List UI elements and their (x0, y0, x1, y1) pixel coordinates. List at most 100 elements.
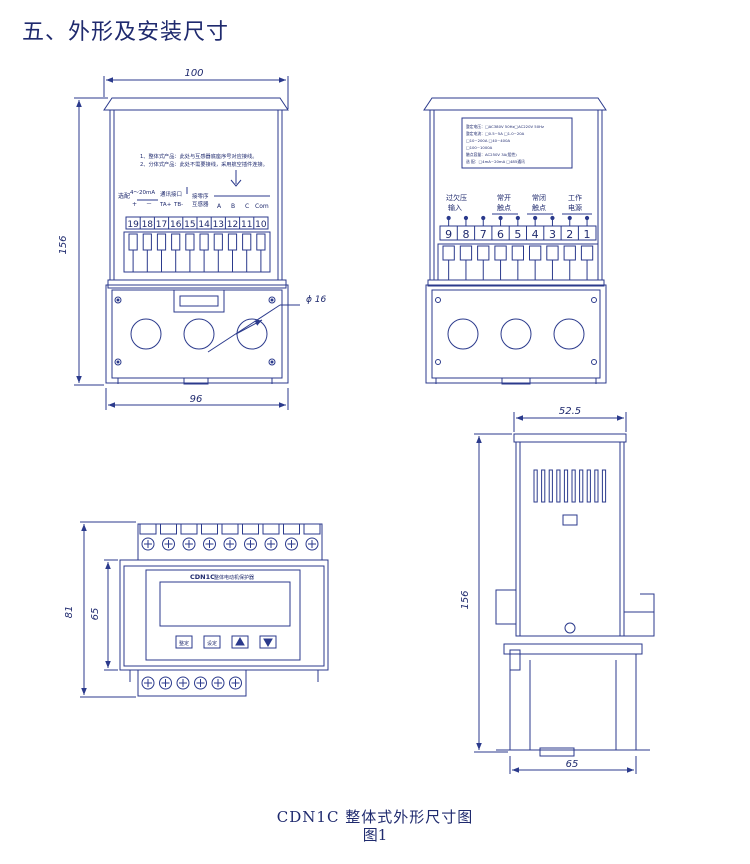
side-vent-slot (594, 469, 599, 503)
side-vent-slot (571, 469, 576, 503)
panel-top-screw (182, 537, 196, 551)
panel-bottom-screw (229, 676, 242, 690)
panel-top-screw (285, 537, 298, 551)
front-label-tb: TB- (173, 202, 183, 208)
side-label-slot (562, 514, 578, 526)
front-terminal-number: 10 (255, 220, 267, 230)
panel-bottom-screw (176, 676, 190, 690)
front-terminal-number: 16 (170, 220, 182, 230)
front-ct-hole-1 (130, 318, 162, 350)
nameplate-line-4: □100~1000A (466, 145, 493, 150)
panel-bottom-screw (141, 676, 155, 690)
side-vent-slot (601, 469, 607, 503)
front-jack-area (123, 231, 271, 273)
panel-top-screw (141, 537, 155, 551)
panel-top-screw (264, 537, 278, 551)
nameplate-line-2: 整定电流：□0.5~5A □1.0~20A (466, 131, 525, 136)
front-terminal-number: 17 (156, 220, 167, 230)
dim-hole-diameter: ϕ 16 (306, 295, 327, 305)
front-terminal-jack (213, 233, 223, 251)
front-label-b: B (231, 203, 235, 210)
front-terminal-jack (185, 233, 195, 251)
panel-top-screw (305, 537, 319, 551)
panel-btn-confirm[interactable] (203, 635, 221, 649)
nameplate-line-3: □10~200A □40~400A (466, 138, 510, 143)
side-body (515, 441, 625, 637)
nameplate-line-1: 整定电压：□AC380V 50Hz□AC220V 50Hz (466, 124, 544, 129)
dim-side-depth: 52.5 (559, 406, 581, 417)
rear-terminal-jack (459, 245, 473, 261)
rear-terminal-jack (511, 245, 525, 261)
panel-btn-confirm-label: 设定 (207, 640, 217, 647)
front-terminal-jack (156, 233, 167, 251)
front-terminal-jack (199, 233, 209, 251)
front-label-optional: 选配 (118, 192, 130, 200)
side-vent-slot (533, 469, 538, 503)
rear-label-input: 输入 (448, 203, 462, 212)
panel-top-screw (203, 537, 216, 551)
rear-terminal-jack (494, 245, 507, 261)
front-view (74, 76, 300, 410)
rear-label-no-1: 常开 (497, 193, 511, 202)
front-down-arrow (230, 170, 242, 187)
dim-front-height: 156 (58, 235, 69, 254)
front-terminal-jack (128, 233, 138, 251)
rear-terminal-number: 1 (584, 228, 591, 241)
front-label-c: C (245, 203, 249, 210)
rear-top-bar (423, 97, 607, 111)
nameplate-line-5: 触点容量：AC250V 3A(阻性) (466, 152, 517, 157)
front-label-com: Com (255, 203, 269, 210)
front-terminal-number: 15 (184, 220, 195, 230)
figure-title: CDN1C 整体式外形尺寸图 (276, 808, 474, 826)
rear-ct-hole-2 (500, 318, 532, 350)
panel-bottom-screw (211, 676, 225, 690)
front-label-ta: TA+ (159, 202, 172, 208)
panel-btn-down[interactable] (259, 635, 277, 649)
nameplate-line-6: 选 配：□4mA~20mA □485通讯 (466, 159, 525, 164)
panel-btn-set[interactable] (175, 635, 193, 649)
front-label-a: A (217, 203, 222, 210)
dim-side-base: 65 (566, 759, 579, 770)
side-latch (624, 611, 655, 637)
front-terminal-number: 12 (227, 220, 238, 230)
dim-front-width-bottom: 96 (190, 394, 203, 405)
rear-terminal-jack (442, 245, 455, 261)
dim-panel-body-height: 65 (90, 608, 101, 621)
front-display-window (173, 289, 225, 313)
front-terminal-jack (142, 233, 152, 251)
front-label-4to20: 4～20mA (130, 190, 155, 196)
panel-lcd (159, 581, 291, 627)
front-label-zero: 接零序 (192, 192, 209, 200)
section-heading: 五、外形及安装尺寸 (22, 20, 230, 45)
panel-bottom-screw (194, 676, 207, 690)
front-base (105, 284, 289, 384)
dim-side-height: 156 (460, 590, 471, 609)
side-vent-slot (586, 469, 591, 503)
rear-label-overvoltage: 过欠压 (446, 193, 467, 202)
rear-terminal-number: 4 (532, 228, 539, 241)
side-view (474, 412, 655, 774)
front-label-comm: 通讯接口 (160, 190, 182, 198)
front-terminal-number: 14 (198, 220, 210, 230)
rear-terminal-jack (563, 245, 576, 261)
rear-terminal-jack (580, 245, 594, 261)
rear-nameplate (461, 117, 573, 169)
front-terminal-number: 13 (213, 220, 224, 230)
panel-model-subtitle: 整体电动机保护器 (214, 574, 254, 581)
front-label-sensor: 互感器 (192, 200, 209, 208)
dim-front-width-top: 100 (184, 68, 203, 79)
front-note-2: 2、分体式产品：此处不需要接线，采用航空插件连接。 (140, 160, 268, 168)
rear-terminal-jack (546, 245, 559, 261)
front-terminal-jack (242, 233, 252, 251)
panel-bottom-terminals (137, 669, 247, 697)
panel-bottom-screw (159, 676, 172, 690)
side-vent-slot (556, 469, 561, 503)
side-vent-slot (579, 469, 584, 503)
panel-btn-up[interactable] (231, 635, 249, 649)
front-top-bar (103, 97, 289, 111)
front-terminal-jack (256, 233, 266, 251)
rear-label-nc-1: 常闭 (532, 193, 546, 202)
front-terminal-jack (227, 233, 238, 251)
front-terminal-jack (171, 233, 181, 251)
